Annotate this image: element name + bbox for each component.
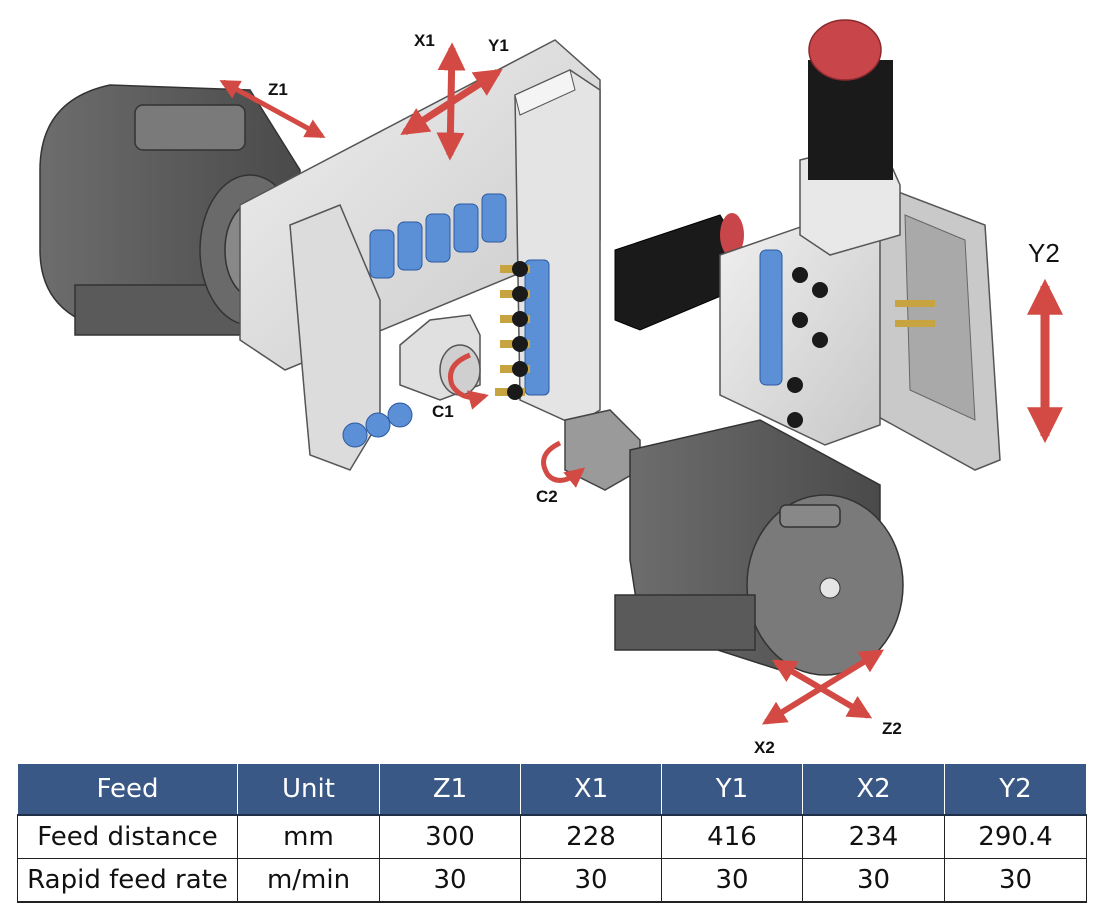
sub-spindle-motor — [564, 409, 904, 676]
feed-spec-table: Feed Unit Z1 X1 Y1 X2 Y2 Feed distance m… — [17, 763, 1087, 903]
header-unit: Unit — [237, 763, 380, 816]
c2-rotation-arrow — [541, 440, 586, 488]
table-cell: 30 — [379, 858, 521, 903]
header-y2: Y2 — [944, 763, 1087, 816]
header-y1: Y1 — [661, 763, 803, 816]
label-z2: Z2 — [882, 719, 902, 738]
table-cell: mm — [237, 815, 380, 859]
label-y1: Y1 — [488, 36, 509, 55]
table-cell: 290.4 — [944, 815, 1087, 859]
table-header-row: Feed Unit Z1 X1 Y1 X2 Y2 — [17, 763, 1087, 816]
c1-rotation-arrow — [448, 352, 489, 410]
table-cell: Rapid feed rate — [17, 858, 238, 903]
sub-spindle-unit — [719, 19, 1001, 471]
label-z1: Z1 — [268, 80, 288, 99]
machine-axis-diagram: X1 Y1 Z1 C1 C2 Y2 X2 Z2 — [39, 19, 1063, 757]
label-x1: X1 — [414, 31, 435, 50]
header-x2: X2 — [802, 763, 945, 816]
table-cell: 30 — [520, 858, 662, 903]
label-x2: X2 — [754, 738, 775, 757]
label-c1: C1 — [432, 402, 454, 421]
table-row: Feed distance mm 300 228 416 234 290.4 — [17, 815, 1087, 859]
header-feed: Feed — [17, 763, 238, 816]
table-cell: 234 — [802, 815, 945, 859]
y1-arrow — [400, 68, 503, 136]
table-cell: 30 — [944, 858, 1087, 903]
table-cell: m/min — [237, 858, 380, 903]
table-cell: 300 — [379, 815, 521, 859]
axis-labels: X1 Y1 Z1 C1 C2 Y2 X2 Z2 — [268, 31, 1060, 757]
header-x1: X1 — [520, 763, 662, 816]
z1-arrow — [219, 79, 326, 139]
label-c2: C2 — [536, 487, 558, 506]
z2-arrow — [771, 659, 873, 719]
axis-arrows — [219, 42, 1063, 725]
table-cell: 228 — [520, 815, 662, 859]
table-cell: 416 — [661, 815, 803, 859]
table-row: Rapid feed rate m/min 30 30 30 30 30 — [17, 858, 1087, 903]
header-z1: Z1 — [379, 763, 521, 816]
table-cell: 30 — [802, 858, 945, 903]
black-tools — [495, 261, 530, 400]
table-cell: Feed distance — [17, 815, 238, 859]
label-y2: Y2 — [1028, 238, 1060, 268]
front-bracket — [289, 204, 381, 471]
table-cell: 30 — [661, 858, 803, 903]
blue-tool-holders — [342, 193, 550, 448]
